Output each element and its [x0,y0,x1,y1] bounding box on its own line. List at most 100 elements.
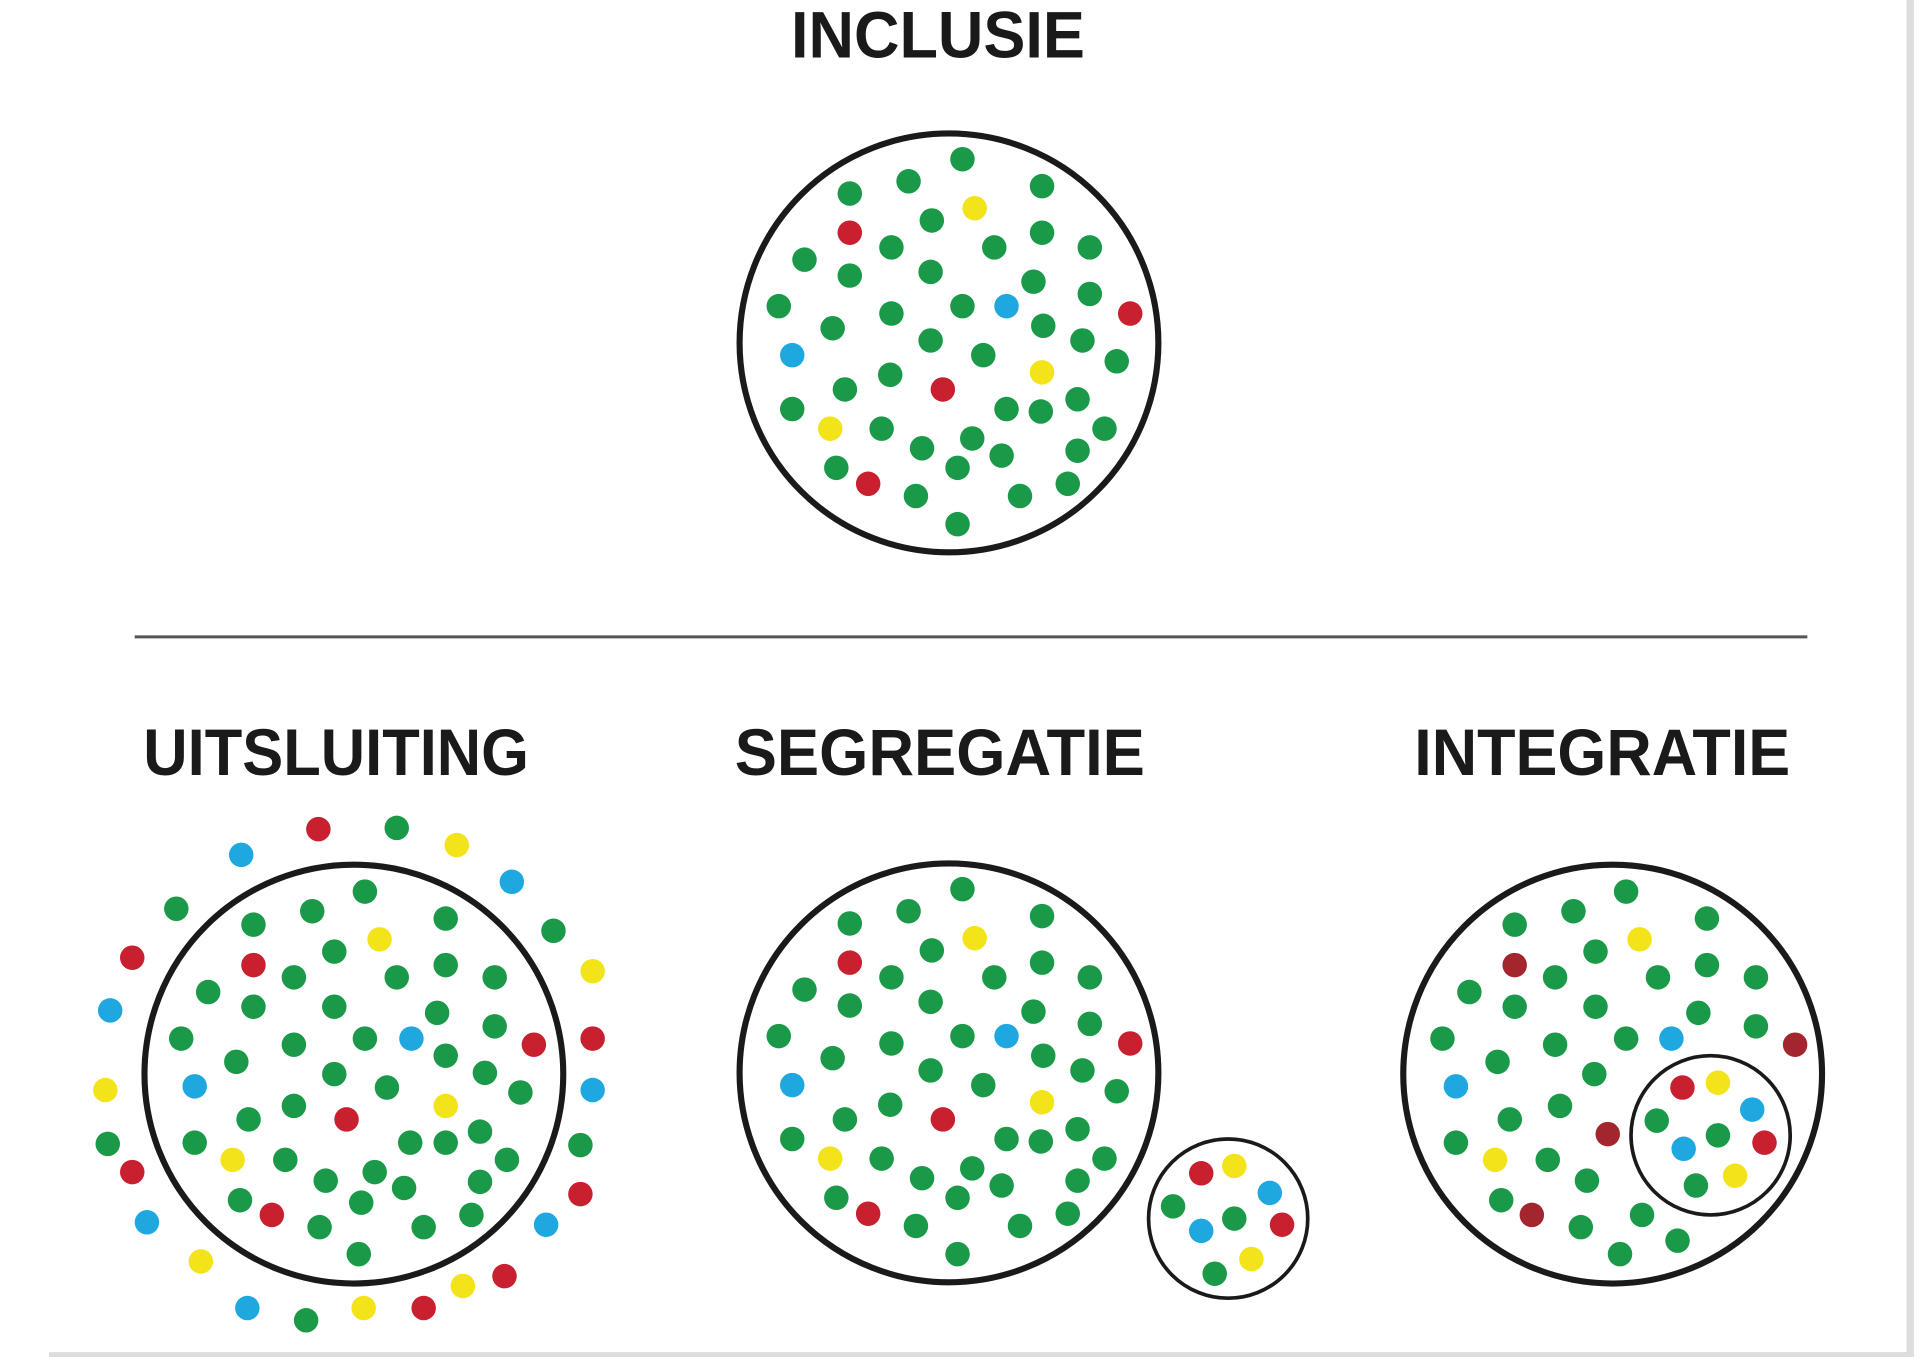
uitsluiting-outside-red-dot [580,1026,605,1051]
uitsluiting-green-dot [322,994,347,1019]
uitsluiting-green-dot [236,1107,261,1132]
uitsluiting-green-dot [281,1093,307,1119]
segregatie-green-dot [824,1185,849,1211]
inclusie-green-dot [1007,483,1033,509]
inclusie-green-dot [1029,220,1055,245]
inclusie-green-dot [982,235,1007,260]
uitsluiting-outside-yellow-dot [188,1249,214,1274]
inclusie-green-dot [766,293,792,319]
segregatie-red-dot [855,1201,881,1226]
segregatie-green-dot [1031,1043,1056,1068]
integratie-inner-yellow-dot [1722,1163,1748,1188]
inclusie-green-dot [989,443,1014,468]
integratie-yellow-dot [1482,1147,1508,1173]
uitsluiting-outside-red-dot [568,1181,593,1207]
inclusie-green-dot [824,455,849,481]
segregatie-separate-red-dot [1188,1161,1214,1186]
integratie-green-dot [1686,1000,1711,1026]
uitsluiting-blue-dot [182,1074,207,1099]
segregatie-green-dot [950,876,975,902]
segregatie-separate-red-dot [1269,1212,1295,1237]
uitsluiting-green-dot [424,1000,450,1026]
segregatie-separate-blue-dot [1188,1218,1214,1244]
segregatie-green-dot [1021,999,1046,1024]
segregatie-green-dot [945,1241,970,1267]
circle-integratie-main [1400,861,1826,1287]
inclusie-green-dot [994,396,1019,422]
uitsluiting-green-dot [281,965,307,990]
uitsluiting-green-dot [467,1169,493,1195]
integratie-green-dot [1443,1130,1469,1155]
inclusie-red-dot [855,471,881,497]
segregatie-green-dot [780,1126,805,1152]
inclusie-green-dot [1031,313,1056,339]
inclusie-green-dot [1070,328,1095,353]
circle-segregatie-main [736,860,1162,1286]
uitsluiting-green-dot [482,1014,507,1039]
uitsluiting-outside-blue-dot [235,1295,260,1321]
segregatie-green-dot [945,1185,970,1211]
integratie-green-dot [1547,1093,1573,1119]
uitsluiting-outside-green-dot [541,918,566,944]
integratie-inner-blue-dot [1740,1097,1765,1122]
inclusie-blue-dot [994,293,1019,319]
integratie-inner-blue-dot [1671,1136,1696,1162]
inclusie-green-dot [1104,349,1129,374]
inclusie-green-dot [792,247,817,272]
uitsluiting-outside-blue-dot [228,842,254,868]
segregatie-green-dot [1028,1129,1054,1154]
integratie-darkred-dot [1502,952,1527,978]
integratie-inner-green-dot [1644,1108,1669,1133]
uitsluiting-green-dot [494,1147,520,1173]
segregatie-yellow-dot [817,1146,843,1171]
inclusie-green-dot [909,436,935,461]
segregatie-green-dot [1065,1116,1090,1142]
uitsluiting-green-dot [397,1130,423,1155]
uitsluiting-outside-green-dot [384,815,409,841]
inclusie-green-dot [896,169,921,194]
inclusie-green-dot [950,293,975,319]
uitsluiting-red-dot [241,952,266,978]
uitsluiting-green-dot [362,1159,387,1185]
integratie-green-dot [1574,1168,1600,1193]
circle-inclusie [736,130,1162,556]
segregatie-green-dot [1065,1168,1090,1193]
integratie-green-dot [1582,1061,1607,1087]
inclusie-green-dot [945,511,970,537]
uitsluiting-outside-yellow-dot [450,1273,476,1299]
inclusie-green-dot [879,235,904,260]
segregatie-red-dot [930,1107,956,1132]
uitsluiting-green-dot [224,1049,249,1075]
uitsluiting-green-dot [472,1060,498,1086]
segregatie-green-dot [766,1023,792,1049]
segregatie-red-dot [837,950,863,975]
uitsluiting-green-dot [182,1130,207,1155]
segregatie-separate-green-dot [1160,1194,1186,1219]
uitsluiting-yellow-dot [220,1147,245,1173]
segregatie-green-dot [994,1126,1019,1152]
integratie-green-dot [1502,912,1527,937]
segregatie-green-dot [1055,1201,1080,1226]
segregatie-green-dot [1104,1078,1129,1104]
segregatie-green-dot [1029,903,1055,929]
uitsluiting-outside-blue-dot [499,869,525,895]
inclusie-green-dot [1029,173,1055,199]
inclusie-blue-dot [780,342,805,368]
uitsluiting-green-dot [433,906,458,931]
segregatie-green-dot [820,1045,845,1071]
uitsluiting-green-dot [241,994,266,1019]
title-integratie: INTEGRATIE [1414,716,1790,790]
inclusie-green-dot [1077,235,1103,260]
integratie-green-dot [1583,939,1608,964]
inclusie-green-dot [945,455,970,481]
uitsluiting-green-dot [348,1190,374,1215]
integratie-green-dot [1613,879,1639,904]
uitsluiting-outside-yellow-dot [93,1077,118,1103]
uitsluiting-green-dot [346,1241,372,1267]
segregatie-green-dot [832,1107,858,1132]
inclusie-yellow-dot [1029,360,1055,385]
uitsluiting-red-dot [259,1202,285,1228]
uitsluiting-green-dot [433,1130,458,1155]
integratie-green-dot [1613,1026,1639,1051]
integratie-green-dot [1542,1032,1568,1057]
